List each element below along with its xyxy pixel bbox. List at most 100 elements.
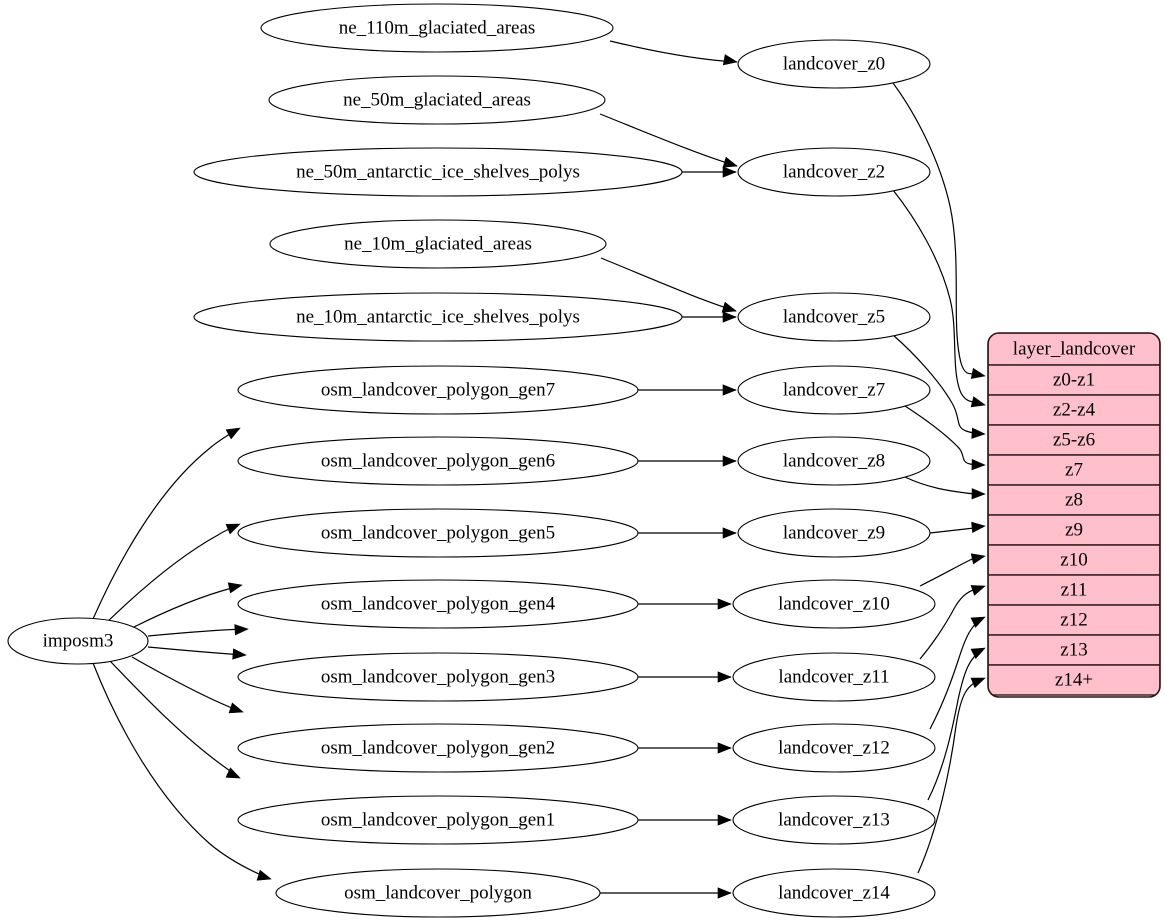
- node-ellipse[interactable]: [193, 147, 683, 197]
- table-row-z5-z6[interactable]: z5-z6: [988, 424, 1160, 456]
- edge-arrowhead: [971, 521, 986, 533]
- edge-arrowhead: [721, 301, 737, 313]
- table-row-cell[interactable]: [988, 544, 1160, 576]
- edge-arrowhead: [232, 648, 247, 660]
- table-row-cell[interactable]: [988, 394, 1160, 426]
- table-row-cell[interactable]: [988, 484, 1160, 516]
- node-landcover_z12[interactable]: landcover_z12: [732, 723, 936, 773]
- node-ellipse[interactable]: [737, 436, 931, 486]
- node-landcover_z13[interactable]: landcover_z13: [732, 795, 936, 845]
- node-osm_landcover_polygon_gen5[interactable]: osm_landcover_polygon_gen5: [237, 508, 639, 558]
- node-ellipse[interactable]: [268, 75, 606, 125]
- table-row-z14+[interactable]: z14+: [988, 664, 1160, 696]
- edge-arrowhead: [227, 582, 243, 594]
- table-body: layer_landcoverz0-z1z2-z4z5-z6z7z8z9z10z…: [988, 333, 1160, 696]
- edge-osm_landcover_polygon_gen2-to-landcover_z12: [638, 742, 732, 754]
- node-osm_landcover_polygon_gen7[interactable]: osm_landcover_polygon_gen7: [237, 365, 639, 415]
- edge-line: [147, 646, 244, 656]
- node-ellipse[interactable]: [7, 617, 149, 665]
- edge-arrowhead: [970, 585, 986, 596]
- edge-arrowhead: [722, 166, 737, 178]
- node-ellipse[interactable]: [737, 365, 931, 415]
- table-row-cell[interactable]: [988, 604, 1160, 636]
- edge-arrowhead: [970, 553, 986, 565]
- table-row-cell[interactable]: [988, 424, 1160, 456]
- edge-arrowhead: [722, 54, 738, 66]
- node-ellipse[interactable]: [260, 3, 614, 53]
- node-ellipse[interactable]: [732, 579, 936, 629]
- edge-line: [609, 40, 738, 63]
- node-landcover_z7[interactable]: landcover_z7: [737, 365, 931, 415]
- node-osm_landcover_polygon[interactable]: osm_landcover_polygon: [275, 868, 601, 918]
- table-row-z12[interactable]: z12: [988, 604, 1160, 636]
- edge-arrowhead: [722, 156, 738, 168]
- table-row-z9[interactable]: z9: [988, 514, 1160, 546]
- table-row-z11[interactable]: z11: [988, 574, 1160, 606]
- node-ne_10m_glaciated_areas[interactable]: ne_10m_glaciated_areas: [269, 219, 607, 269]
- node-ellipse[interactable]: [275, 868, 601, 918]
- edge-line: [105, 524, 239, 624]
- node-ellipse[interactable]: [237, 508, 639, 558]
- node-ellipse[interactable]: [237, 436, 639, 486]
- table-row-cell[interactable]: [988, 364, 1160, 396]
- node-osm_landcover_polygon_gen1[interactable]: osm_landcover_polygon_gen1: [237, 795, 639, 845]
- node-landcover_z2[interactable]: landcover_z2: [737, 147, 931, 197]
- node-ne_50m_glaciated_areas[interactable]: ne_50m_glaciated_areas: [268, 75, 606, 125]
- edge-imposm3-to-osm_landcover_polygon_gen3: [147, 646, 247, 660]
- node-ellipse[interactable]: [737, 39, 931, 89]
- node-landcover_z10[interactable]: landcover_z10: [732, 579, 936, 629]
- node-ellipse[interactable]: [237, 579, 639, 629]
- node-imposm3[interactable]: imposm3: [7, 617, 149, 665]
- edge-osm_landcover_polygon-to-landcover_z14: [600, 887, 732, 899]
- node-ellipse[interactable]: [732, 652, 936, 702]
- edge-landcover_z9-to-layer_landcover_row_5: [929, 521, 986, 534]
- node-ellipse[interactable]: [732, 723, 936, 773]
- node-landcover_z9[interactable]: landcover_z9: [737, 508, 931, 558]
- node-ne_50m_antarctic_ice_shelves_polys[interactable]: ne_50m_antarctic_ice_shelves_polys: [193, 147, 683, 197]
- node-landcover_z5[interactable]: landcover_z5: [737, 292, 931, 342]
- edge-landcover_z7-to-layer_landcover_row_3: [904, 405, 986, 471]
- node-osm_landcover_polygon_gen4[interactable]: osm_landcover_polygon_gen4: [237, 579, 639, 629]
- edge-line: [131, 656, 241, 712]
- node-ellipse[interactable]: [237, 365, 639, 415]
- node-ellipse[interactable]: [737, 508, 931, 558]
- node-landcover_z14[interactable]: landcover_z14: [732, 868, 936, 918]
- node-ellipse[interactable]: [193, 292, 683, 342]
- edge-line: [904, 476, 984, 495]
- node-ellipse[interactable]: [237, 652, 639, 702]
- node-osm_landcover_polygon_gen2[interactable]: osm_landcover_polygon_gen2: [237, 723, 639, 773]
- edge-line: [600, 257, 737, 312]
- node-osm_landcover_polygon_gen3[interactable]: osm_landcover_polygon_gen3: [237, 652, 639, 702]
- node-ne_110m_glaciated_areas[interactable]: ne_110m_glaciated_areas: [260, 3, 614, 53]
- node-ellipse[interactable]: [732, 868, 936, 918]
- node-ne_10m_antarctic_ice_shelves_polys[interactable]: ne_10m_antarctic_ice_shelves_polys: [193, 292, 683, 342]
- node-ellipse[interactable]: [237, 723, 639, 773]
- table-row-z8[interactable]: z8: [988, 484, 1160, 516]
- table-row-z10[interactable]: z10: [988, 544, 1160, 576]
- edge-ne_50m_glaciated_areas-to-landcover_z2: [599, 113, 738, 168]
- node-ellipse[interactable]: [732, 795, 936, 845]
- table-outline: [987, 332, 1161, 698]
- node-landcover_z11[interactable]: landcover_z11: [732, 652, 936, 702]
- edge-ne_10m_antarctic_ice_shelves_polys-to-landcover_z5: [682, 311, 737, 323]
- table-row-z0-z1[interactable]: z0-z1: [988, 364, 1160, 396]
- node-ellipse[interactable]: [737, 147, 931, 197]
- node-ellipse[interactable]: [737, 292, 931, 342]
- table-row-cell[interactable]: [988, 664, 1160, 696]
- table-row-cell[interactable]: [988, 514, 1160, 546]
- edge-arrowhead: [717, 598, 732, 610]
- table-row-z13[interactable]: z13: [988, 634, 1160, 666]
- node-landcover_z0[interactable]: landcover_z0: [737, 39, 931, 89]
- edge-landcover_z8-to-layer_landcover_row_4: [904, 476, 986, 500]
- table-row-cell[interactable]: [988, 574, 1160, 606]
- edge-landcover_z14-to-layer_landcover_row_10: [917, 677, 986, 874]
- node-osm_landcover_polygon_gen6[interactable]: osm_landcover_polygon_gen6: [237, 436, 639, 486]
- table-row-cell[interactable]: [988, 634, 1160, 666]
- edge-landcover_z2-to-layer_landcover_row_1: [892, 189, 986, 408]
- node-ellipse[interactable]: [237, 795, 639, 845]
- node-landcover_z8[interactable]: landcover_z8: [737, 436, 931, 486]
- table-row-z7[interactable]: z7: [988, 454, 1160, 486]
- table-row-cell[interactable]: [988, 454, 1160, 486]
- table-row-z2-z4[interactable]: z2-z4: [988, 394, 1160, 426]
- node-ellipse[interactable]: [269, 219, 607, 269]
